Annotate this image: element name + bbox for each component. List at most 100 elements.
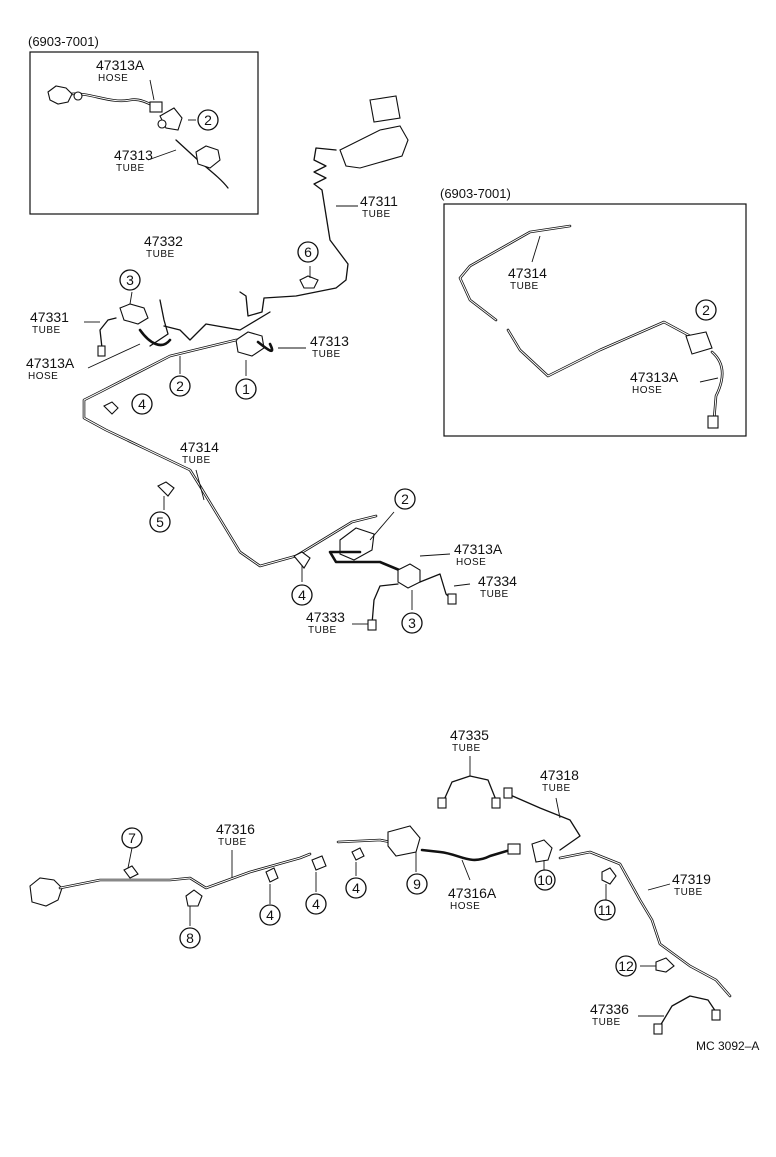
inset-header: (6903-7001) [28,34,99,49]
inset-header: (6903-7001) [440,186,511,201]
upper-assembly [82,95,471,631]
callout-ring [401,612,423,634]
part-number: 47313A [26,355,75,371]
master-cylinder [339,125,409,169]
callout-circle: 4 [131,393,153,415]
hose-47313A-right-drawing [328,550,406,574]
callout-circle: 10 [534,869,556,891]
clip-part [311,855,327,871]
callout-number: 11 [598,902,613,918]
callout-ring [291,584,313,606]
part-number: 47313 [114,147,153,163]
tube-47336-drawing [659,995,717,1027]
tube-47335-drawing [443,775,497,801]
callout-ring [534,869,556,891]
bracket-part [685,331,713,355]
part-number: 47331 [30,309,69,325]
callout-circle: 1 [235,378,257,400]
tube-47332-drawing [149,299,169,347]
clip-part [655,957,675,973]
bracket-part [387,825,421,857]
part-type: TUBE [116,163,145,174]
callout-circle: 4 [345,877,367,899]
callout-number: 6 [304,244,312,260]
callout-circle: 12 [615,955,637,977]
part-type: TUBE [218,837,247,848]
clip-part [103,401,119,415]
callout-ring [345,877,367,899]
clip-part [293,551,311,569]
callout-ring [149,511,171,533]
part-type: TUBE [182,455,211,466]
fitting-part [119,303,149,325]
tube-47314-drawing [82,338,378,568]
clip-part [351,847,365,861]
tube-47334-drawing [419,573,453,601]
clip-part [265,867,279,883]
part-number: 47314 [508,265,547,281]
callout-number: 4 [352,880,360,896]
part-number: 47311 [360,193,398,209]
bracket-part [339,527,375,561]
clip-part [299,275,319,289]
callout-ring [297,241,319,263]
part-number: 47332 [144,233,183,249]
hose-drawing [710,350,724,422]
callout-ring [169,375,191,397]
callout-number: 7 [128,830,136,846]
part-type: TUBE [542,783,571,794]
callout-number: 12 [618,958,634,974]
callout-number: 8 [186,930,194,946]
part-number: 47316 [216,821,255,837]
part-number: 47316A [448,885,497,901]
callout-ring [406,873,428,895]
callout-ring [594,899,616,921]
callout-number: 4 [312,896,320,912]
part-number: 47334 [478,573,517,589]
fitting-part [531,839,553,863]
part-type: TUBE [362,209,391,220]
callout-ring [131,393,153,415]
callout-circle: 8 [179,927,201,949]
callout-circle: 2 [169,375,191,397]
callout-circle: 4 [291,584,313,606]
callout-ring [615,955,637,977]
callout-number: 3 [408,615,416,631]
callout-circle: 5 [149,511,171,533]
part-type: TUBE [32,325,61,336]
part-type: HOSE [456,557,486,568]
part-number: 47313A [96,57,145,73]
callout-ring [121,827,143,849]
callout-circle: 3 [401,612,423,634]
clip-part [123,865,139,879]
part-type: HOSE [450,901,480,912]
wheel-cylinder-part [47,85,73,105]
callout-ring [695,299,717,321]
part-number: 47333 [306,609,345,625]
callout-circle: 2 [197,109,219,131]
hose-47313A-drawing [138,328,172,347]
inset-top-left: (6903-7001) [28,34,259,215]
callout-number: 2 [702,302,710,318]
lower-assembly [29,756,732,1035]
part-number: 47319 [672,871,711,887]
part-number: 47314 [180,439,219,455]
valve-part [29,877,63,907]
callout-circle: 3 [119,269,141,291]
callout-ring [305,893,327,915]
part-type: TUBE [674,887,703,898]
callout-ring [197,109,219,131]
callout-circle: 9 [406,873,428,895]
hose-drawing [68,92,160,110]
